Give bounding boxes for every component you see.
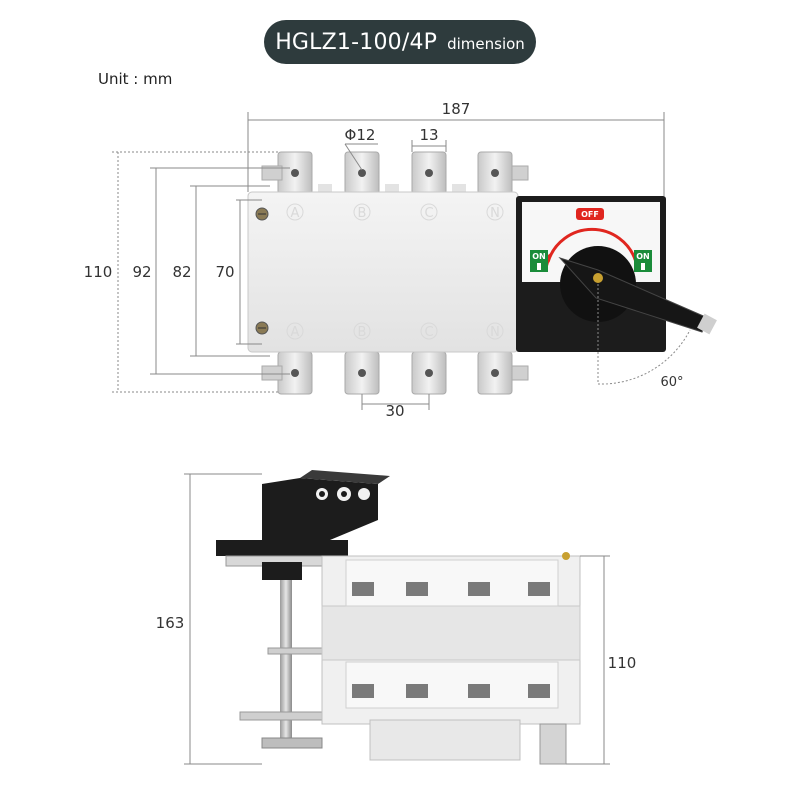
dim-hole-diameter: Φ12 [345,126,376,144]
dim-height-92: 92 [132,263,151,281]
dim-height-163: 163 [156,614,185,632]
phase-c-label: C [424,206,433,221]
phase-n-label: N [490,206,500,221]
top-dimension-lines [112,112,691,410]
phase-b-label: B [358,206,367,221]
dim-angle: 60° [660,375,683,390]
top-terminals [261,151,529,195]
title-main: HGLZ1-100/4P [275,29,438,55]
phase-c-label: C [424,325,433,340]
dim-height-70: 70 [215,263,234,281]
dim-terminal-width: 13 [419,126,438,144]
phase-a-label: A [291,325,300,340]
title-sub: dimension [447,35,525,53]
title-badge: HGLZ1-100/4P dimension [264,20,536,64]
on-right-label: ON [636,252,650,261]
phase-b-label: B [358,325,367,340]
phase-labels-top: A B C N [286,203,504,221]
dim-width-overall: 187 [442,100,471,118]
off-label: OFF [581,210,599,219]
dim-height-110-side: 110 [608,654,637,672]
dim-height-110: 110 [84,263,113,281]
operating-handle: OFF ON ON [516,196,717,352]
dim-height-82: 82 [172,263,191,281]
top-view: A B C N A B C N OFF ON [84,100,717,420]
dim-pitch: 30 [385,402,404,420]
phase-n-label: N [490,325,500,340]
unit-label: Unit : mm [98,70,173,88]
side-dimension-lines [184,473,610,765]
bottom-terminals [261,351,529,395]
on-left-label: ON [532,252,546,261]
phase-a-label: A [291,206,300,221]
side-handle [216,470,390,580]
phase-labels-bottom: A B C N [286,322,504,340]
screw-icon [255,207,269,335]
side-view: 163 110 [156,470,637,765]
side-body [321,552,581,765]
